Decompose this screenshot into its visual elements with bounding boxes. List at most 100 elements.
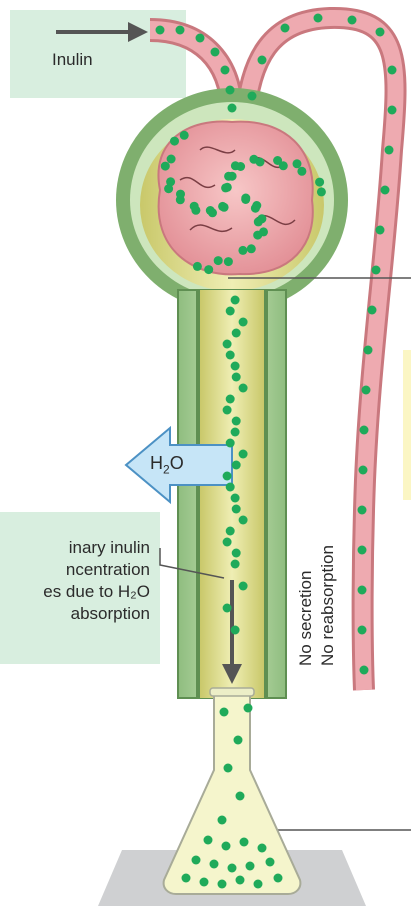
inulin-dot	[239, 516, 248, 525]
inulin-dot	[234, 736, 243, 745]
inulin-dot	[166, 177, 175, 186]
inulin-dot	[182, 874, 191, 883]
inulin-dot	[258, 844, 267, 853]
inulin-dot	[281, 24, 290, 33]
inulin-dot	[315, 178, 324, 187]
inulin-dot	[204, 265, 213, 274]
inulin-dot	[231, 494, 240, 503]
inulin-dot	[388, 106, 397, 115]
inulin-dot	[362, 386, 371, 395]
inulin-dot	[228, 864, 237, 873]
inulin-dot	[236, 162, 245, 171]
inulin-dot	[223, 604, 232, 613]
concentration-label: inary inulin ncentration es due to H₂O a…	[0, 537, 150, 625]
inulin-dot	[218, 880, 227, 889]
inulin-dot	[222, 842, 231, 851]
inulin-dot	[297, 167, 306, 176]
inulin-dot	[176, 26, 185, 35]
inulin-dot	[240, 838, 249, 847]
inulin-dot	[293, 159, 302, 168]
inulin-dot	[226, 351, 235, 360]
inulin-dot	[239, 582, 248, 591]
inulin-dot	[228, 104, 237, 113]
inulin-dot	[368, 306, 377, 315]
inulin-dot	[253, 231, 262, 240]
inulin-dot	[176, 190, 185, 199]
inulin-dot	[251, 204, 260, 213]
inulin-dot	[214, 256, 223, 265]
inulin-dot	[223, 183, 232, 192]
h2o-label: H2O	[150, 453, 184, 477]
inulin-dot	[364, 346, 373, 355]
inulin-dot	[161, 162, 170, 171]
inulin-dot	[220, 708, 229, 717]
inulin-dot	[200, 878, 209, 887]
vessel-labels: No secretion No reabsorption	[296, 470, 368, 670]
inulin-dot	[232, 505, 241, 514]
inulin-dot	[210, 860, 219, 869]
inulin-dot	[211, 48, 220, 57]
inulin-dot	[314, 14, 323, 23]
inulin-dot	[218, 202, 227, 211]
no-reabsorption-label: No reabsorption	[318, 545, 338, 666]
inulin-dot	[239, 450, 248, 459]
inulin-dot	[372, 266, 381, 275]
inulin-dot	[226, 307, 235, 316]
inulin-dot	[232, 549, 241, 558]
inulin-dot	[223, 406, 232, 415]
inulin-dot	[231, 560, 240, 569]
inulin-label: Inulin	[52, 50, 93, 70]
inulin-dot	[244, 704, 253, 713]
inulin-dot	[376, 28, 385, 37]
inulin-dot	[232, 417, 241, 426]
inulin-dot	[231, 362, 240, 371]
inulin-dot	[274, 874, 283, 883]
inulin-dot	[232, 329, 241, 338]
inulin-dot	[236, 876, 245, 885]
inulin-dot	[231, 296, 240, 305]
inulin-dot	[223, 340, 232, 349]
h2o-subscript: 2	[163, 463, 170, 477]
inulin-dot	[180, 131, 189, 140]
inulin-dot	[193, 262, 202, 271]
inulin-dot	[348, 16, 357, 25]
inulin-dot	[190, 202, 199, 211]
inulin-dot	[381, 186, 390, 195]
inulin-dot	[385, 146, 394, 155]
inulin-dot	[246, 862, 255, 871]
inulin-dot	[226, 395, 235, 404]
inulin-dot	[239, 384, 248, 393]
inulin-dot	[232, 373, 241, 382]
inulin-dot	[206, 206, 215, 215]
inulin-dot	[226, 483, 235, 492]
inulin-dot	[224, 764, 233, 773]
no-secretion-label: No secretion	[296, 571, 316, 666]
inulin-dot	[248, 92, 257, 101]
inulin-dot	[258, 56, 267, 65]
inulin-dot	[221, 66, 230, 75]
inulin-dot	[231, 626, 240, 635]
inulin-dot	[266, 858, 275, 867]
inulin-dot	[254, 880, 263, 889]
inulin-dot	[218, 816, 227, 825]
inulin-dot	[223, 538, 232, 547]
inulin-dot	[167, 155, 176, 164]
inulin-dot	[228, 172, 237, 181]
inulin-dot	[224, 257, 233, 266]
inulin-dot	[376, 226, 385, 235]
inulin-arrow-head	[128, 22, 148, 42]
inulin-dot	[226, 439, 235, 448]
inulin-dot	[232, 461, 241, 470]
inulin-dot	[223, 472, 232, 481]
inulin-dot	[192, 856, 201, 865]
inulin-dot	[254, 217, 263, 226]
inulin-dot	[388, 66, 397, 75]
h2o-h: H	[150, 453, 163, 473]
inulin-dot	[226, 86, 235, 95]
inulin-dot	[236, 792, 245, 801]
inulin-dot	[231, 428, 240, 437]
inulin-dot	[156, 26, 165, 35]
inulin-dot	[170, 137, 179, 146]
inulin-dot	[238, 246, 247, 255]
